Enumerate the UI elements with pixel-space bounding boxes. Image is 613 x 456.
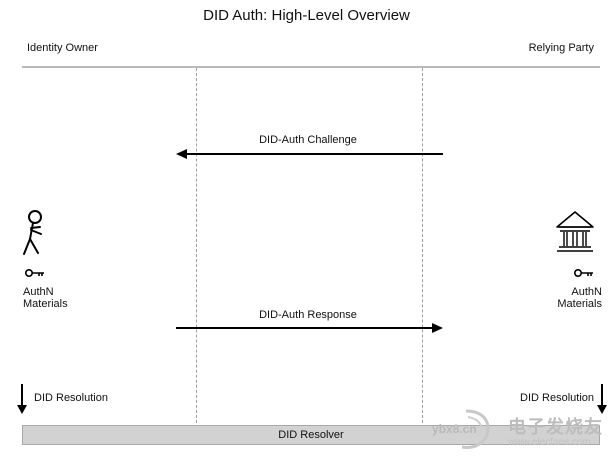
resolution-arrow-head (597, 405, 607, 414)
watermark-url: www.elecfans.com (508, 437, 591, 448)
resolution-label: DID Resolution (34, 392, 108, 404)
identity-owner-label: Identity Owner (27, 42, 98, 54)
arrow-down-icon (597, 384, 607, 414)
key-icon (573, 268, 593, 278)
identity-owner-materials: AuthN Materials (23, 286, 68, 310)
identity-owner-lifeline (196, 68, 197, 423)
arrow-down-icon (17, 384, 27, 414)
header-rule (22, 66, 600, 68)
bank-building-icon (556, 211, 594, 252)
resolution-arrow-shaft (601, 384, 603, 405)
resolution-arrow-shaft (21, 384, 23, 405)
challenge-message-label: DID-Auth Challenge (259, 134, 357, 146)
materials-line-1: AuthN (23, 286, 54, 298)
relying-party-lifeline (422, 68, 423, 423)
materials-line-1: AuthN (571, 286, 602, 298)
diagram-title: DID Auth: High-Level Overview (203, 7, 410, 24)
response-arrow-shaft (176, 327, 433, 329)
materials-line-2: Materials (557, 298, 602, 310)
watermark-chinese-text: 电子发烧友 (508, 417, 603, 437)
response-arrow (176, 323, 443, 333)
resolution-label: DID Resolution (520, 392, 594, 404)
arrow-right-icon (432, 323, 443, 333)
challenge-arrow (176, 149, 443, 159)
relying-party-materials: AuthN Materials (557, 286, 602, 310)
materials-line-2: Materials (23, 298, 68, 310)
response-message-label: DID-Auth Response (259, 309, 357, 321)
challenge-arrow-shaft (186, 153, 443, 155)
watermark: ybx8.cn 电子发烧友 www.elecfans.com (430, 405, 608, 451)
watermark-brand: ybx8.cn (432, 422, 477, 436)
arrow-left-icon (176, 149, 187, 159)
watermark-logo-icon: ybx8.cn (432, 409, 490, 449)
relying-party-label: Relying Party (528, 42, 594, 54)
did-resolver-bar: DID Resolver (22, 425, 600, 445)
resolution-arrow-head (17, 405, 27, 414)
key-icon (24, 268, 44, 278)
stick-figure-icon (23, 210, 42, 255)
